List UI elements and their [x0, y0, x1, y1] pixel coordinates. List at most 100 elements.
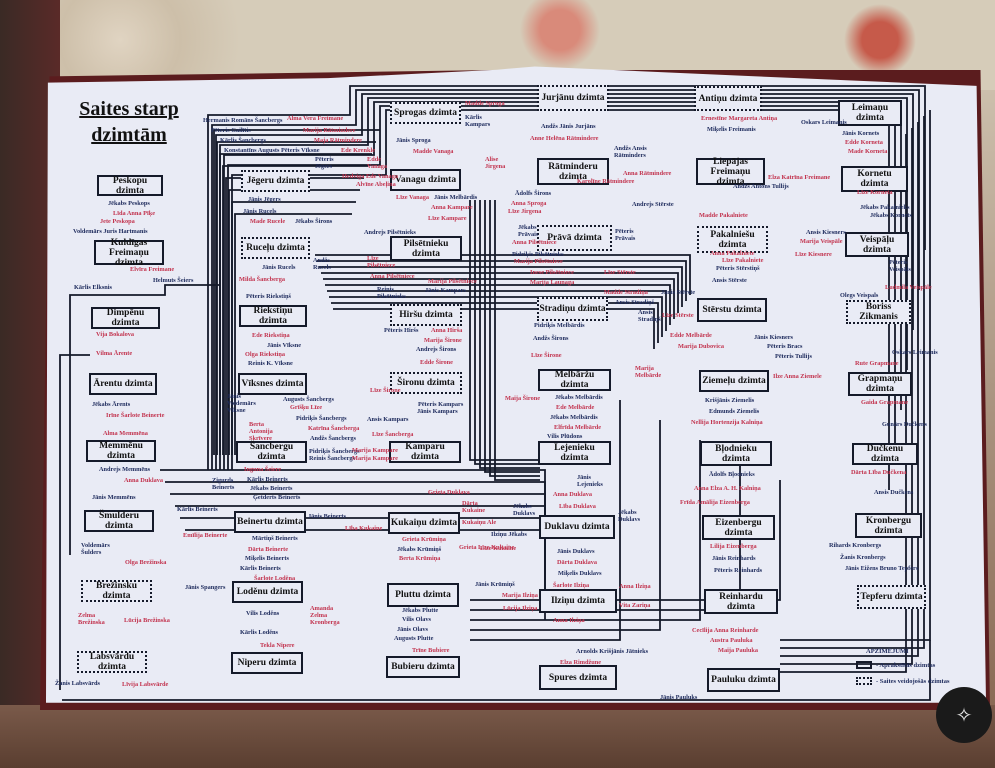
person-label-male: Jānis Kiesners — [754, 334, 794, 341]
book-page — [46, 66, 986, 703]
person-label-female: Edde Melbārde — [670, 332, 712, 339]
person-label-female: Elvīra Freimane — [130, 266, 175, 273]
family-box: Spures dzimta — [539, 665, 617, 690]
person-label-female: Anna Duklava — [124, 477, 164, 484]
person-label-female: Nellija Hortenzija Kalniņa — [691, 419, 763, 426]
person-label-male: Jānis Reinhards — [712, 555, 756, 562]
connector-line — [470, 480, 781, 601]
person-label-male: Jēkabs Duklavs — [618, 509, 641, 523]
person-label-female: Dārta Lība Dučkena — [851, 469, 907, 476]
person-label-male: Pidriķis Šancbergs — [309, 448, 360, 455]
person-label-male: Miķelis Freimanis — [707, 126, 756, 133]
person-label-female: Elza Rimdžune — [560, 659, 602, 666]
person-label-female: Anna Sproga — [511, 200, 547, 207]
person-label-male: Hermanis Romāns Šancbergs — [203, 117, 283, 124]
connector-line — [211, 89, 920, 470]
connector-line — [228, 189, 360, 455]
connector-line — [231, 201, 356, 455]
person-label-male: Jēkabs Beinerts — [250, 485, 293, 492]
person-label-female: Dārta Kukaine — [462, 500, 486, 514]
family-box: Eizenbergu dzimta — [702, 515, 775, 540]
person-label-female: Inese Pilsētniece — [530, 269, 574, 276]
person-label-male: Reinis Pilsētnieks — [377, 286, 406, 300]
person-label-male: Rihards Kronbergs — [829, 542, 882, 549]
person-label-male: Jānis Eižens Bruno Tepfers — [845, 565, 919, 572]
person-label-female: Olga Brežinska — [125, 559, 167, 566]
family-box: Stērstu dzimta — [697, 298, 767, 322]
person-label-male: Jānis Sproga — [396, 137, 431, 144]
connector-line — [329, 296, 663, 337]
person-label-female: Marija Pilsētniece — [428, 278, 477, 285]
person-label-female: Madde Pakalniete — [699, 212, 748, 219]
person-label-female: Anna Duklava — [553, 491, 593, 498]
person-label-male: Kārlis Kampars — [465, 114, 491, 128]
person-label-female: Jete Peskopa — [100, 218, 135, 225]
person-label-female: Marija Dubovica — [678, 343, 724, 350]
person-label-female: Grieta Līze Kukaine — [459, 544, 515, 551]
person-label-female: Līze Korneta — [857, 189, 893, 196]
family-box: Jurjānu dzimta — [537, 85, 609, 111]
person-label-female: Maija Pauluka — [718, 647, 759, 654]
connector-line — [494, 200, 540, 481]
person-label-male: Helmuts Šeiers — [153, 277, 194, 284]
connector-line — [213, 129, 380, 455]
family-box: Reinhardu dzimta — [704, 589, 778, 614]
person-label-female: Madde Vanaga — [413, 148, 454, 155]
person-label-male: Ilziņu Jēkabs — [491, 531, 527, 538]
person-label-female: Marija Veispāle — [800, 238, 843, 245]
person-label-male: Ģetderts Beinerts — [253, 494, 301, 501]
connector-line — [69, 284, 220, 555]
person-label-male: Augusts Šancbergs — [283, 396, 334, 403]
person-label-female: Gaida Grapmane — [861, 399, 909, 406]
person-label-female: Lūcija Ilziņa — [503, 605, 538, 612]
person-label-female: Dārta Beinerte — [248, 546, 289, 553]
person-label-female: Līze Kiesnere — [795, 251, 832, 258]
person-label-male: Jānis Olavs — [397, 626, 428, 633]
person-label-male: Pēteris Veispāls — [889, 259, 911, 273]
connector-line — [470, 440, 701, 621]
person-label-female: Hedviga Ede Vanaga — [342, 173, 398, 180]
person-label-female: Līze Kukaine — [480, 545, 517, 552]
person-label-male: Pēteris Riekstiņš — [246, 293, 291, 300]
person-label-female: Grieta Krūmiņa — [402, 536, 446, 543]
family-box: Grapmaņu dzimta — [848, 372, 912, 396]
person-label-male: Pēteris Hiršs — [384, 327, 419, 334]
person-label-male: Jānis Kornets — [842, 130, 880, 137]
person-label-male: Kārlis Elksnis — [74, 284, 112, 291]
person-label-male: Pidriķis Pilsētnieks — [512, 251, 564, 258]
person-label-male: Ansis Dučkens — [874, 489, 914, 496]
person-label-male: Jēkabs Krūmiņš — [397, 546, 442, 553]
family-box: Liepājas Freimaņu dzimta — [696, 157, 765, 187]
person-label-female: Marija Kampare — [352, 447, 398, 454]
person-label-male: Voldemārs Šulders — [81, 542, 110, 556]
family-box: Rātminderu dzimta — [537, 158, 609, 185]
connector-line — [216, 141, 376, 455]
person-label-male: Jēkabs Pakalnieks — [860, 204, 910, 211]
person-label-female: Madde Stradiņa — [604, 289, 648, 296]
family-box: Tepferu dzimta — [857, 585, 926, 609]
connector-line — [319, 266, 683, 307]
person-label-female: Milda Šancberga — [239, 276, 286, 283]
person-label-female: Cecīlija Anna Reinharde — [692, 627, 759, 634]
connector-line — [234, 213, 352, 455]
person-label-female: Dārta Duklava — [557, 559, 598, 566]
person-label-male: Pēteris Jēgers — [315, 156, 334, 170]
person-label-female: Ilze Anna Ziemele — [773, 373, 822, 380]
person-label-female: Lība Kukaine — [345, 525, 383, 532]
family-box: Leimaņu dzimta — [838, 100, 902, 126]
person-label-female: Tekla Nipere — [260, 642, 295, 649]
family-box: Dimpēnu dzimta — [91, 307, 160, 329]
person-label-female: Edde Korneta — [845, 139, 883, 146]
family-box: Melbāržu dzimta — [538, 369, 611, 391]
person-label-female: Vilma Ārente — [96, 350, 133, 357]
connector-line — [225, 177, 364, 455]
person-label-male: Andrejs Memmēns — [99, 466, 151, 473]
family-box: Jēgeru dzimta — [241, 170, 310, 192]
family-box: Brežinsku dzimta — [81, 580, 152, 602]
legend-connecting: - Saites veidojošās dzimtas — [856, 677, 966, 685]
person-label-male: Pēteris Gailītis — [211, 127, 251, 134]
person-label-male: Andžs Rucels — [313, 257, 331, 271]
person-label-female: Līvija Labsvārde — [122, 681, 169, 688]
person-label-female: Šarlote Ilziņa — [553, 582, 590, 589]
person-label-male: Jānis Rucels — [243, 208, 277, 215]
